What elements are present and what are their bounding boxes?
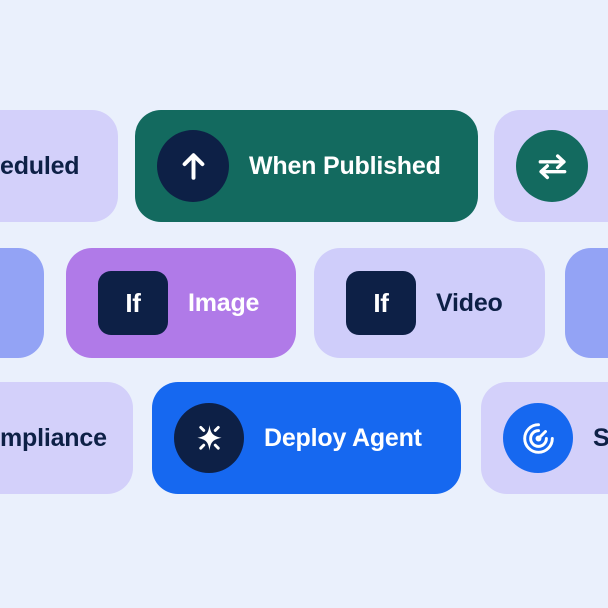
card-label: Se xyxy=(593,423,608,452)
card-swap[interactable] xyxy=(494,110,608,222)
card-if-video[interactable]: If Video xyxy=(314,248,545,358)
card-label: eduled xyxy=(0,151,80,180)
card-scheduled[interactable]: eduled xyxy=(0,110,118,222)
radar-icon xyxy=(503,403,573,473)
sparkle-icon xyxy=(174,403,244,473)
if-badge: If xyxy=(98,271,168,335)
card-compliance[interactable]: mpliance xyxy=(0,382,133,494)
card-condition-right-partial[interactable] xyxy=(565,248,608,358)
card-label: Image xyxy=(188,288,260,317)
card-when-published[interactable]: When Published xyxy=(135,110,478,222)
card-if-image[interactable]: If Image xyxy=(66,248,296,358)
swap-arrows-icon xyxy=(516,130,588,202)
badge-label: If xyxy=(373,288,389,318)
card-label: When Published xyxy=(249,151,441,180)
card-deploy-agent[interactable]: Deploy Agent xyxy=(152,382,461,494)
card-scan[interactable]: Se xyxy=(481,382,608,494)
badge-label: If xyxy=(125,288,141,318)
arrow-up-icon xyxy=(157,130,229,202)
card-label: Video xyxy=(436,288,503,317)
if-badge: If xyxy=(346,271,416,335)
card-label: mpliance xyxy=(0,423,107,452)
card-condition-left-partial[interactable] xyxy=(0,248,44,358)
card-label: Deploy Agent xyxy=(264,423,422,452)
